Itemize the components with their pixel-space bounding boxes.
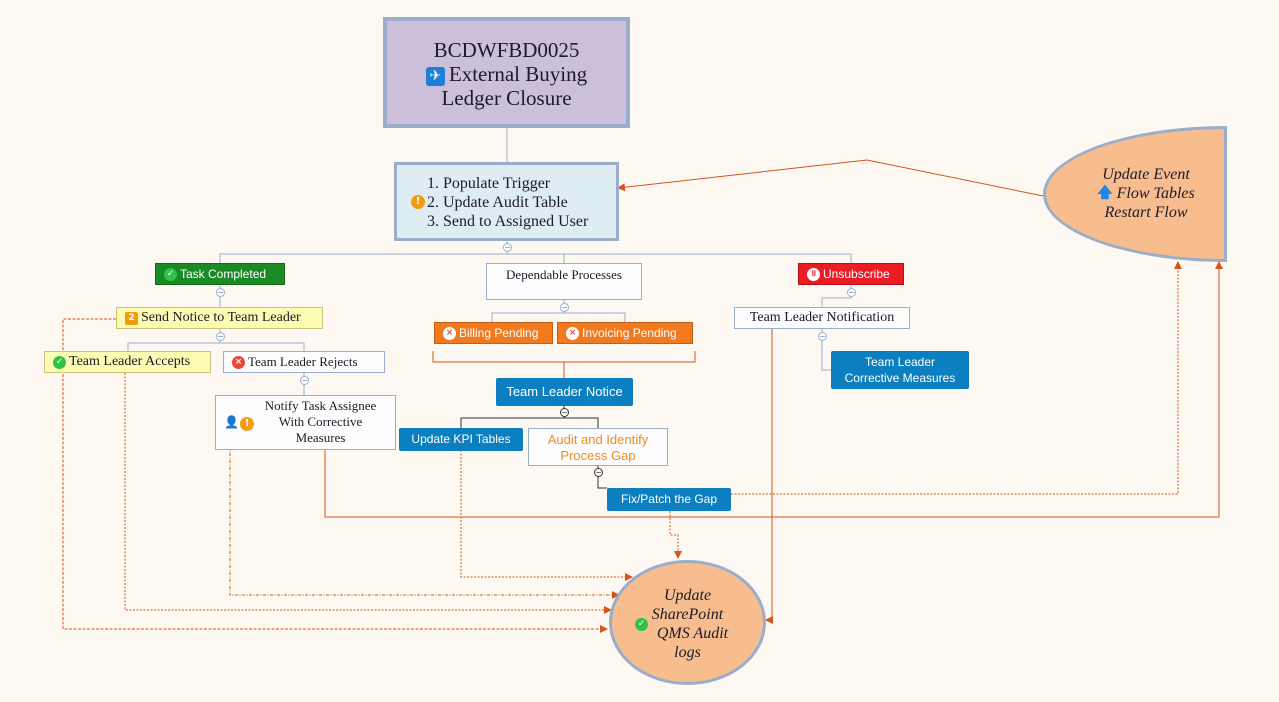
corrective-line1: Team Leader [864, 355, 936, 369]
trigger-step-1: 1. Populate Trigger [427, 175, 551, 192]
up-arrow-icon: 🡅 [1097, 185, 1113, 201]
team-leader-rejects-label: Team Leader Rejects [248, 354, 358, 369]
fix-patch-topic[interactable]: Fix/Patch the Gap [607, 488, 731, 511]
notify-line1: Notify Task Assignee [264, 398, 377, 413]
billing-pending-topic[interactable]: × Billing Pending [434, 322, 553, 344]
collapse-toggle[interactable]: − [503, 243, 512, 252]
root-topic[interactable]: BCDWFBD0025 ✈External Buying Ledger Clos… [383, 17, 630, 128]
collapse-toggle[interactable]: − [594, 468, 603, 477]
corrective-line2: Corrective Measures [844, 371, 956, 385]
sharepoint-line2: SharePoint [651, 606, 724, 623]
dependable-processes-label: Dependable Processes [506, 267, 622, 282]
collapse-toggle[interactable]: − [847, 288, 856, 297]
send-notice-topic[interactable]: 2 Send Notice to Team Leader [116, 307, 323, 329]
sharepoint-line1: Update [663, 587, 712, 604]
check-icon: ✓ [164, 268, 177, 281]
orange-connectors [62, 159, 1223, 633]
notify-line3: Measures [295, 430, 346, 445]
send-notice-label: Send Notice to Team Leader [141, 310, 301, 325]
team-leader-notification-label: Team Leader Notification [749, 310, 895, 325]
task-completed-label: Task Completed [180, 267, 267, 281]
sharepoint-line4: logs [674, 644, 701, 661]
collapse-toggle[interactable]: − [818, 332, 827, 341]
sharepoint-line3: QMS Audit [656, 625, 729, 642]
audit-line2: Process Gap [560, 448, 636, 463]
corrective-measures-topic[interactable]: Team Leader Corrective Measures [831, 351, 969, 389]
cross-icon: × [232, 356, 245, 369]
collapse-toggle[interactable]: − [216, 288, 225, 297]
team-leader-notice-topic[interactable]: Team Leader Notice [496, 378, 633, 406]
collapse-toggle[interactable]: − [300, 376, 309, 385]
collapse-toggle[interactable]: − [560, 408, 569, 417]
team-leader-rejects-topic[interactable]: × Team Leader Rejects [223, 351, 385, 373]
event-flow-line1: Update Event [1102, 166, 1190, 183]
notify-line2: With Corrective [278, 414, 363, 429]
warning-icon: ! [411, 195, 425, 209]
notify-assignee-topic[interactable]: 👤 ! Notify Task Assignee With Corrective… [215, 395, 396, 450]
pause-icon: ॥ [807, 268, 820, 281]
trigger-step-2: 2. Update Audit Table [427, 194, 568, 211]
update-kpi-label: Update KPI Tables [411, 432, 511, 446]
root-title-line1: External Buying [448, 62, 588, 86]
update-kpi-topic[interactable]: Update KPI Tables [399, 428, 523, 451]
warning-icon: ! [240, 417, 254, 431]
trigger-topic[interactable]: ! 1. Populate Trigger 2. Update Audit Ta… [394, 162, 619, 241]
audit-line1: Audit and Identify [547, 432, 649, 447]
invoicing-pending-topic[interactable]: × Invoicing Pending [557, 322, 693, 344]
root-code: BCDWFBD0025 [433, 38, 580, 62]
root-title-line2: Ledger Closure [441, 86, 572, 110]
check-icon: ✓ [53, 356, 66, 369]
priority-2-icon: 2 [125, 312, 138, 325]
airplane-icon: ✈ [425, 66, 445, 86]
billing-pending-label: Billing Pending [459, 326, 539, 340]
collapse-toggle[interactable]: − [216, 332, 225, 341]
unsubscribe-topic[interactable]: ॥ Unsubscribe [798, 263, 904, 285]
team-leader-notification-topic[interactable]: Team Leader Notification [734, 307, 910, 329]
task-completed-topic[interactable]: ✓ Task Completed [155, 263, 285, 285]
event-flow-line2: Flow Tables [1116, 185, 1195, 202]
invoicing-pending-label: Invoicing Pending [582, 326, 677, 340]
event-flow-line3: Restart Flow [1104, 204, 1188, 221]
cross-icon: × [443, 327, 456, 340]
audit-gap-topic[interactable]: Audit and Identify Process Gap [528, 428, 668, 466]
team-leader-accepts-label: Team Leader Accepts [69, 354, 191, 369]
check-icon: ✓ [635, 618, 648, 631]
person-icon: 👤 [224, 415, 239, 429]
team-leader-accepts-topic[interactable]: ✓ Team Leader Accepts [44, 351, 211, 373]
team-leader-notice-label: Team Leader Notice [506, 384, 623, 399]
trigger-step-3: 3. Send to Assigned User [427, 213, 589, 230]
cross-icon: × [566, 327, 579, 340]
collapse-toggle[interactable]: − [560, 303, 569, 312]
unsubscribe-label: Unsubscribe [823, 267, 890, 281]
dependable-processes-topic[interactable]: Dependable Processes [486, 263, 642, 300]
fix-patch-label: Fix/Patch the Gap [620, 492, 718, 506]
sharepoint-topic[interactable]: ✓ Update SharePoint QMS Audit logs [609, 560, 766, 685]
